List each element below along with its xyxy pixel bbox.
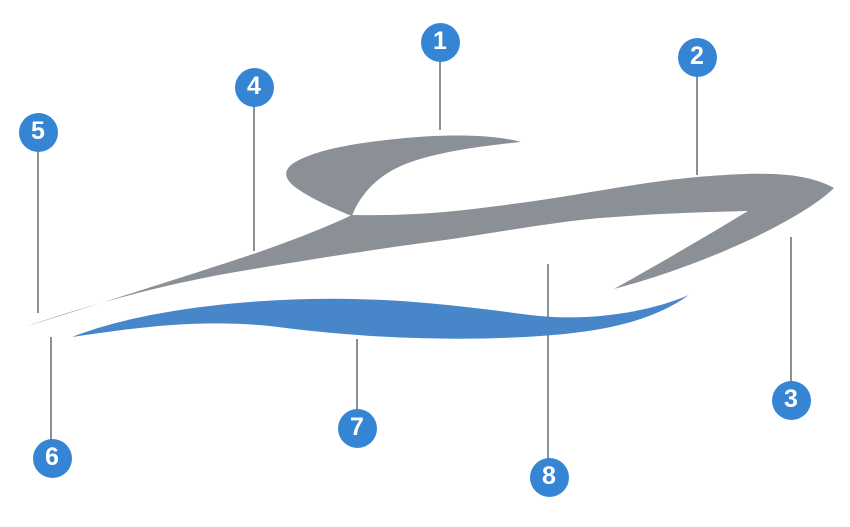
boat-wave-accent-shape — [72, 295, 689, 339]
callout-marker-4[interactable]: 4 — [234, 67, 274, 107]
callout-number-6: 6 — [45, 442, 59, 471]
leader-line-6 — [49, 337, 53, 458]
callout-number-4: 4 — [247, 71, 261, 100]
callout-marker-3[interactable]: 3 — [771, 380, 811, 420]
leader-line-4 — [252, 87, 256, 251]
boat-superstructure-shape — [286, 135, 521, 216]
callout-marker-7[interactable]: 7 — [337, 408, 377, 448]
boat-hull-shape — [25, 173, 834, 327]
callout-number-3: 3 — [784, 384, 798, 413]
callout-marker-1[interactable]: 1 — [420, 22, 460, 62]
leader-line-5 — [36, 132, 40, 313]
callout-marker-6[interactable]: 6 — [32, 438, 72, 478]
callout-number-7: 7 — [350, 412, 364, 441]
leader-line-3 — [789, 237, 793, 400]
callout-number-2: 2 — [690, 41, 704, 70]
leader-line-8 — [546, 264, 550, 477]
callout-marker-5[interactable]: 5 — [18, 112, 58, 152]
callout-marker-2[interactable]: 2 — [677, 37, 717, 77]
callout-number-1: 1 — [433, 26, 447, 55]
callout-marker-8[interactable]: 8 — [529, 457, 569, 497]
leader-line-2 — [695, 57, 699, 175]
callout-number-8: 8 — [542, 461, 556, 490]
leader-line-1 — [438, 42, 442, 130]
callout-number-5: 5 — [31, 116, 45, 145]
leader-line-7 — [355, 339, 359, 428]
